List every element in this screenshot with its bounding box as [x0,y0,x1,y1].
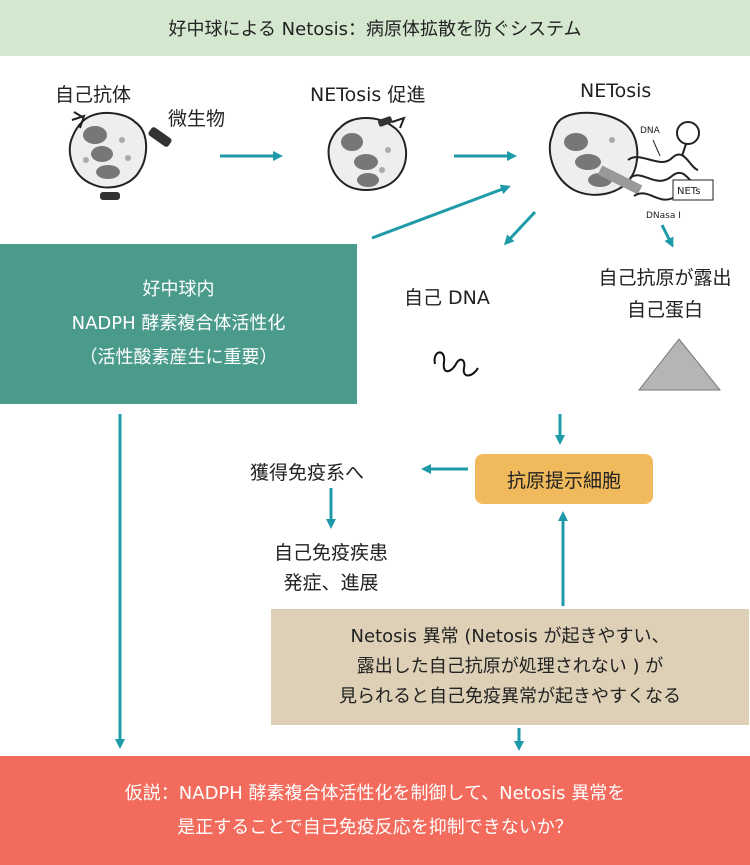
header-title: 好中球による Netosis：病原体拡散を防ぐシステム [168,19,582,40]
label-autoantibody: 自己抗体 [55,84,132,106]
hypothesis-box: 仮説：NADPH 酵素複合体活性化を制御して、Netosis 異常を 是正するこ… [0,756,750,865]
label-nets: NETs [677,186,700,197]
antibody-icon [71,111,86,129]
arrow-netosis-to-dna [503,210,537,246]
exposure-line2: 自己蛋白 [626,299,703,321]
antigen-presenting-cell-box: 抗原提示細胞 [475,454,653,504]
hypothesis-line1: 仮説：NADPH 酵素複合体活性化を制御して、Netosis 異常を [124,782,626,804]
antigen-exposure-label: 自己抗原が露出 自己蛋白 [575,262,750,326]
microbe-icon [100,127,172,200]
autoimmune-disease-label: 自己免疫疾患 発症、進展 [246,538,416,598]
exposure-line1: 自己抗原が露出 [598,267,732,289]
dnase-molecule-icon [676,121,700,145]
label-microbe: 微生物 [168,108,226,130]
label-netosis: NETosis [580,80,652,102]
label-acquired-immune: 獲得免疫系へ [250,462,365,484]
label-dna: DNA [640,126,661,136]
neutrophil-cell-3 [548,111,714,201]
nadph-line1: 好中球内 [142,279,215,300]
nadph-line2: NADPH 酵素複合体活性化 [71,313,286,334]
hypothesis-line2: 是正することで自己免疫反応を抑制できないか？ [177,816,573,838]
neutrophil-cell-2 [327,116,408,191]
label-dnase: DNasa Ⅰ [646,211,681,221]
nadph-activation-box: 好中球内 NADPH 酵素複合体活性化 （活性酸素産生に重要） [0,244,357,404]
self-protein-triangle-icon [637,338,722,391]
abnormality-line2: 露出した自己抗原が処理されない ) が [356,656,664,677]
netosis-abnormality-box: Netosis 異常 (Netosis が起きやすい、 露出した自己抗原が処理さ… [271,609,749,725]
label-netosis-promotion: NETosis 促進 [310,84,426,106]
header-banner: 好中球による Netosis：病原体拡散を防ぐシステム [0,0,750,56]
arrow-nadph-to-netosis [371,184,511,240]
arrow-netosis-to-antigen [660,224,674,248]
self-dna-icon [433,351,479,377]
abnormality-line1: Netosis 異常 (Netosis が起きやすい、 [350,626,670,647]
nadph-line3: （活性酸素産生に重要） [79,347,278,368]
neutrophil-cell-1 [68,111,148,189]
disease-line1: 自己免疫疾患 [273,542,388,564]
abnormality-line3: 見られると自己免疫異常が起きやすくなる [339,686,681,707]
disease-line2: 発症、進展 [283,572,379,594]
label-self-dna: 自己 DNA [404,287,490,309]
apc-label: 抗原提示細胞 [506,469,621,492]
